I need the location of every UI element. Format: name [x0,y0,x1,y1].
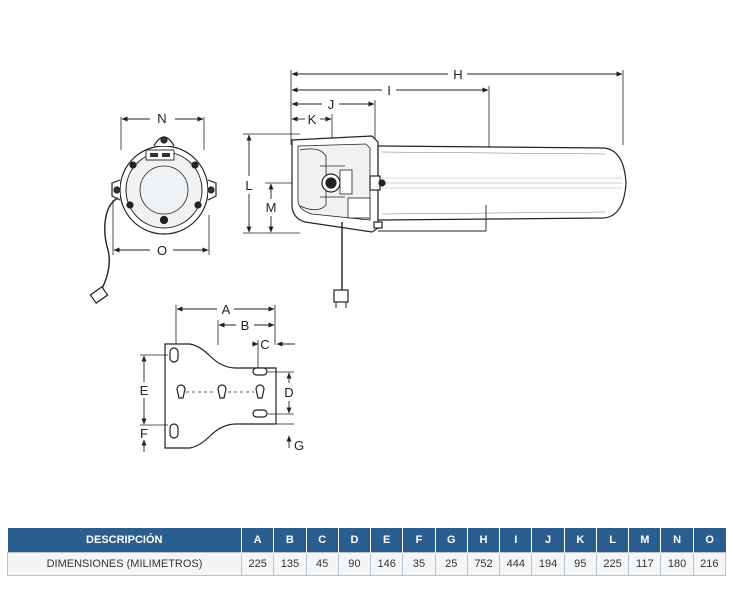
header-col-d: D [337,528,371,553]
label-f: F [140,426,148,441]
cell-k: 95 [563,552,597,576]
cell-l: 225 [595,552,630,576]
header-description: DESCRIPCIÓN [7,528,242,553]
side-view [243,70,627,308]
front-view [89,116,217,304]
header-col-a: A [240,528,274,553]
header-col-k: K [563,528,597,553]
label-a: A [222,302,231,317]
label-d: D [284,385,293,400]
label-o: O [157,243,167,258]
cell-n: 180 [660,552,694,576]
row-label: DIMENSIONES (MILIMETROS) [7,552,242,576]
header-col-n: N [660,528,694,553]
technical-drawing: N O [89,67,627,453]
cell-c: 45 [305,552,339,576]
cell-o: 216 [692,552,727,576]
label-l: L [245,178,252,193]
cell-f: 35 [402,552,436,576]
header-col-m: M [628,528,661,553]
label-h: H [453,67,462,82]
header-col-c: C [305,528,339,553]
label-e: E [140,383,149,398]
cell-d: 90 [337,552,372,576]
label-n: N [157,111,166,126]
label-g: G [294,438,304,453]
label-b: B [241,318,250,333]
cell-e: 146 [370,552,404,576]
cell-a: 225 [240,552,275,576]
label-j: J [328,97,335,112]
header-col-i: I [499,528,532,553]
cell-i: 444 [499,552,533,576]
header-col-l: L [595,528,629,553]
header-col-b: B [273,528,307,553]
bracket-view [140,305,295,452]
cell-b: 135 [273,552,307,576]
cell-m: 117 [628,552,662,576]
header-col-f: F [402,528,436,553]
label-k: K [308,112,317,127]
label-m: M [266,200,277,215]
label-c: C [260,337,269,352]
header-col-e: E [370,528,403,553]
label-i: I [387,83,391,98]
header-col-j: J [531,528,565,553]
cell-j: 194 [531,552,565,576]
header-col-h: H [466,528,500,553]
cell-g: 25 [434,552,468,576]
header-col-g: G [434,528,468,553]
cell-h: 752 [466,552,501,576]
header-col-o: O [692,528,726,553]
